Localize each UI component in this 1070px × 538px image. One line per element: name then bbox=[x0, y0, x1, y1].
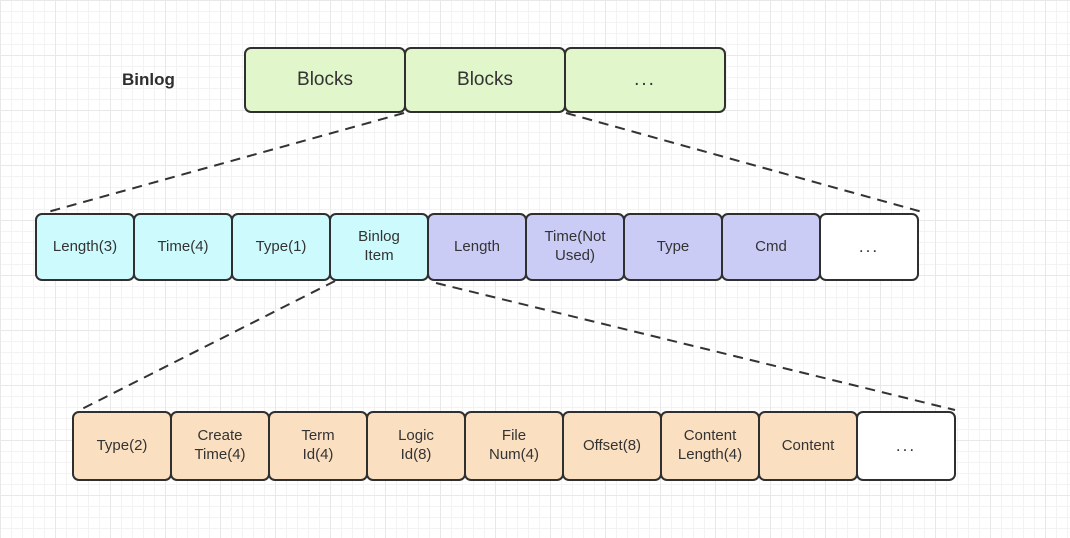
bottom-ellipsis-cell[interactable]: ... bbox=[856, 411, 956, 481]
connector-blocks-to-middle-left[interactable] bbox=[43, 112, 405, 214]
field-cell-term-id4[interactable]: Term Id(4) bbox=[268, 411, 368, 481]
field-cell-type2[interactable]: Type(2) bbox=[72, 411, 172, 481]
middle-ellipsis-cell[interactable]: ... bbox=[819, 213, 919, 281]
binlog-item-structure-row: Type(2) Create Time(4) Term Id(4) Logic … bbox=[72, 411, 956, 481]
field-cell-time4[interactable]: Time(4) bbox=[133, 213, 233, 281]
field-cell-content-length4[interactable]: Content Length(4) bbox=[660, 411, 760, 481]
blocks-cell[interactable]: Blocks bbox=[404, 47, 566, 113]
field-cell-cmd[interactable]: Cmd bbox=[721, 213, 821, 281]
connector-blocks-to-middle-right[interactable] bbox=[565, 112, 927, 214]
connector-item-to-bottom-left[interactable] bbox=[77, 280, 336, 412]
blocks-ellipsis-cell[interactable]: ... bbox=[564, 47, 726, 113]
block-structure-row: Length(3) Time(4) Type(1) Binlog Item Le… bbox=[35, 213, 919, 281]
field-cell-file-num4[interactable]: File Num(4) bbox=[464, 411, 564, 481]
connector-item-to-bottom-right[interactable] bbox=[435, 282, 956, 411]
field-cell-offset8[interactable]: Offset(8) bbox=[562, 411, 662, 481]
field-cell-time-not-used[interactable]: Time(Not Used) bbox=[525, 213, 625, 281]
field-cell-binlog-item[interactable]: Binlog Item bbox=[329, 213, 429, 281]
field-cell-length[interactable]: Length bbox=[427, 213, 527, 281]
field-cell-content[interactable]: Content bbox=[758, 411, 858, 481]
field-cell-logic-id8[interactable]: Logic Id(8) bbox=[366, 411, 466, 481]
binlog-blocks-row: Blocks Blocks ... bbox=[244, 47, 726, 113]
binlog-title-label[interactable]: Binlog bbox=[122, 70, 175, 89]
field-cell-length3[interactable]: Length(3) bbox=[35, 213, 135, 281]
field-cell-type[interactable]: Type bbox=[623, 213, 723, 281]
field-cell-type1[interactable]: Type(1) bbox=[231, 213, 331, 281]
blocks-cell[interactable]: Blocks bbox=[244, 47, 406, 113]
field-cell-create-time4[interactable]: Create Time(4) bbox=[170, 411, 270, 481]
